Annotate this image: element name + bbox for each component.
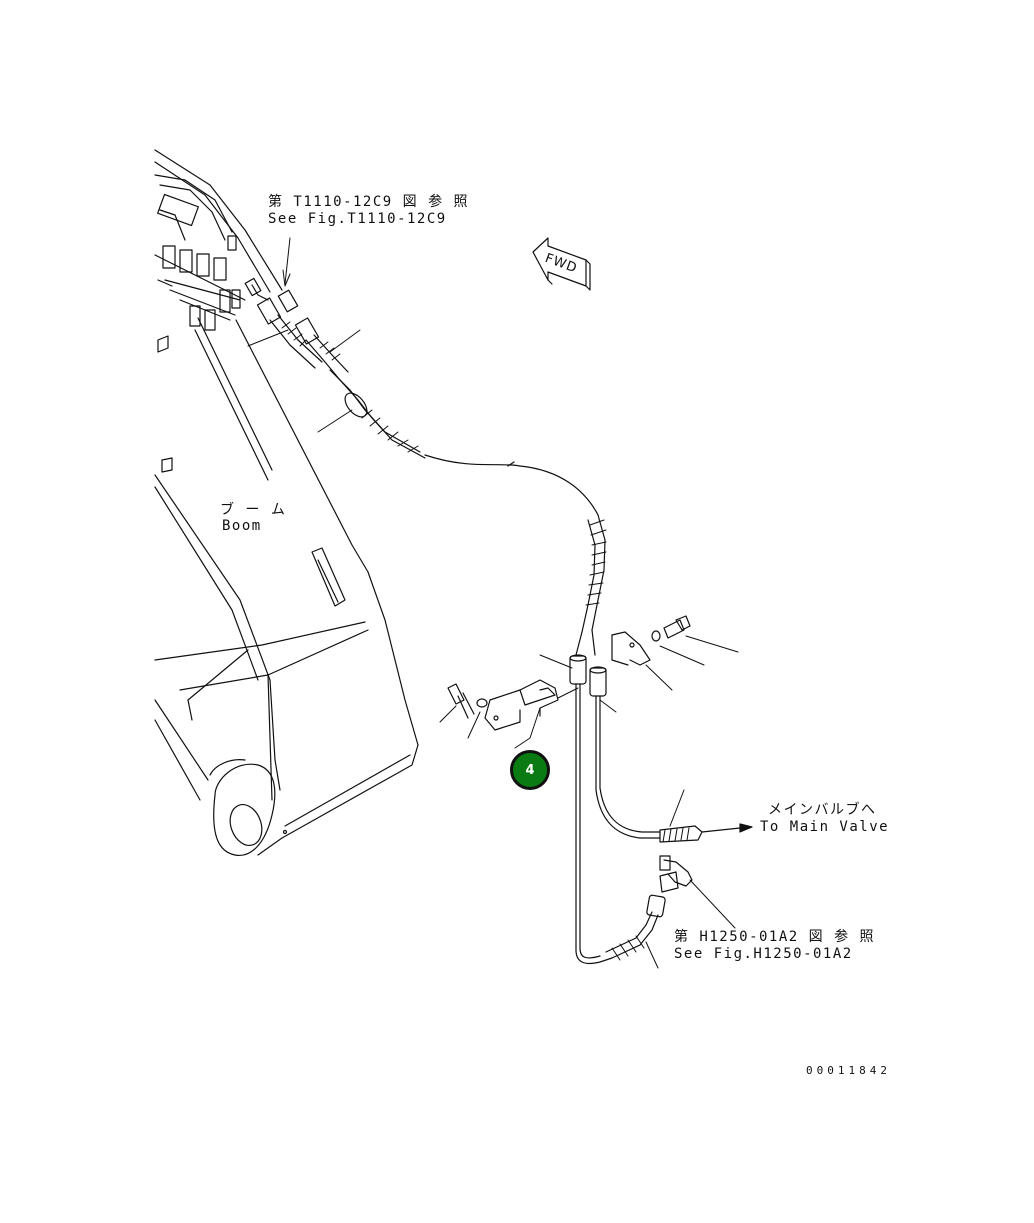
elbow-fitting — [605, 855, 693, 961]
boom-label-en: Boom — [222, 518, 262, 534]
upper-hose-assembly — [244, 277, 607, 656]
part-callout-4[interactable]: 4 — [510, 750, 550, 790]
main-valve-label-en: To Main Valve — [760, 819, 890, 835]
top-reference-jp: 第 T1110-12C9 図 参 照 — [268, 194, 470, 210]
drawing-number: 00011842 — [806, 1064, 891, 1077]
bottom-reference-jp: 第 H1250-01A2 図 参 照 — [674, 929, 876, 945]
clamp-assembly — [447, 615, 691, 965]
fwd-direction-arrow: FWD — [532, 237, 591, 291]
top-reference-en: See Fig.T1110-12C9 — [268, 211, 447, 227]
main-valve-connector — [659, 823, 753, 843]
boom-arm — [154, 149, 419, 857]
main-valve-label-jp: メインバルブへ — [768, 802, 877, 818]
bottom-reference-en: See Fig.H1250-01A2 — [674, 946, 853, 962]
leader-lines — [247, 237, 739, 969]
boom-label-jp: ブ ー ム — [220, 502, 287, 518]
